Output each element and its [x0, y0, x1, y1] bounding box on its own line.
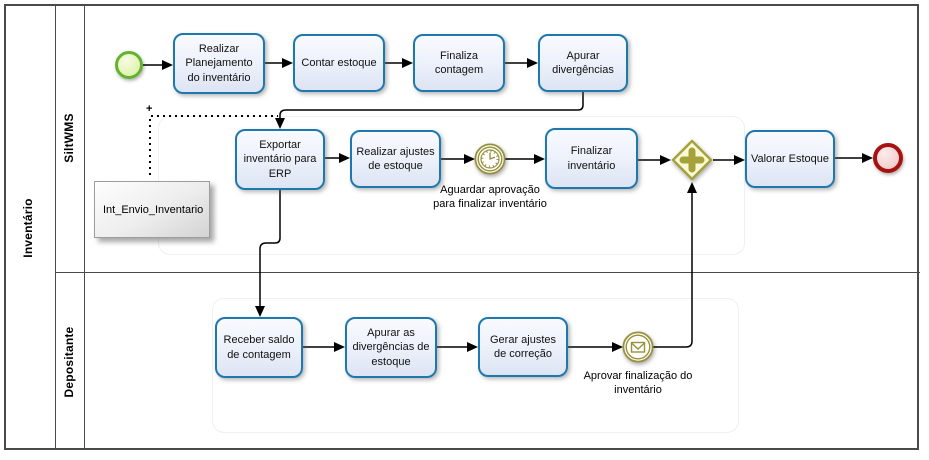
message-event[interactable]	[621, 330, 655, 364]
pool-border	[4, 4, 919, 450]
task-valorar-estoque[interactable]: Valorar Estoque	[745, 130, 835, 188]
task-label: Apurar divergências	[552, 49, 614, 76]
clock-icon	[474, 143, 506, 175]
task-label: Receber saldo de contagem	[223, 334, 295, 361]
task-gerar-ajustes-correcao[interactable]: Gerar ajustes de correção	[478, 317, 568, 377]
association-direction-marker: +	[146, 103, 153, 115]
task-apurar-divergencias-estoque[interactable]: Apurar as divergências de estoque	[345, 317, 437, 378]
task-apurar-divergencias[interactable]: Apurar divergências	[538, 34, 628, 92]
data-object-int-envio-inventario[interactable]: Int_Envio_Inventario	[94, 181, 210, 238]
data-object-label: Int_Envio_Inventario	[103, 203, 204, 216]
plus-icon	[679, 147, 705, 173]
task-label: Realizar Planejamento do inventário	[185, 43, 253, 84]
glow-outline-bottom	[212, 298, 739, 433]
task-realizar-ajustes-estoque[interactable]: Realizar ajustes de estoque	[350, 130, 441, 188]
task-receber-saldo-contagem[interactable]: Receber saldo de contagem	[215, 317, 303, 378]
lane-label-depositante: Depositante	[62, 326, 76, 398]
task-label: Finalizar inventário	[567, 145, 616, 172]
pool-label-divider	[55, 5, 56, 449]
task-label: Contar estoque	[301, 56, 377, 69]
end-event[interactable]	[873, 143, 903, 173]
task-label: Gerar ajustes de correção	[489, 333, 557, 360]
task-contar-estoque[interactable]: Contar estoque	[293, 34, 385, 92]
timer-event[interactable]	[473, 142, 507, 176]
pool-label: Inventário	[21, 198, 35, 258]
timer-event-label: Aguardar aprovação para finalizar invent…	[433, 184, 547, 210]
task-label: Realizar ajustes de estoque	[356, 145, 435, 172]
parallel-gateway[interactable]	[670, 138, 714, 182]
task-label: Exportar inventário para ERP	[243, 139, 317, 180]
task-finalizar-inventario[interactable]: Finalizar inventário	[545, 128, 638, 189]
lane-divider	[56, 272, 920, 273]
task-realizar-planejamento[interactable]: Realizar Planejamento do inventário	[173, 33, 265, 94]
envelope-icon	[622, 331, 654, 363]
task-label: Finaliza contagem	[434, 49, 484, 76]
task-exportar-inventario-erp[interactable]: Exportar inventário para ERP	[235, 129, 325, 190]
lane-label-divider	[84, 5, 85, 449]
task-finaliza-contagem[interactable]: Finaliza contagem	[413, 34, 505, 92]
start-event[interactable]	[115, 51, 143, 79]
task-label: Apurar as divergências de estoque	[352, 327, 430, 368]
task-label: Valorar Estoque	[750, 152, 830, 165]
message-event-label: Aprovar finalização do inventário	[583, 370, 693, 396]
